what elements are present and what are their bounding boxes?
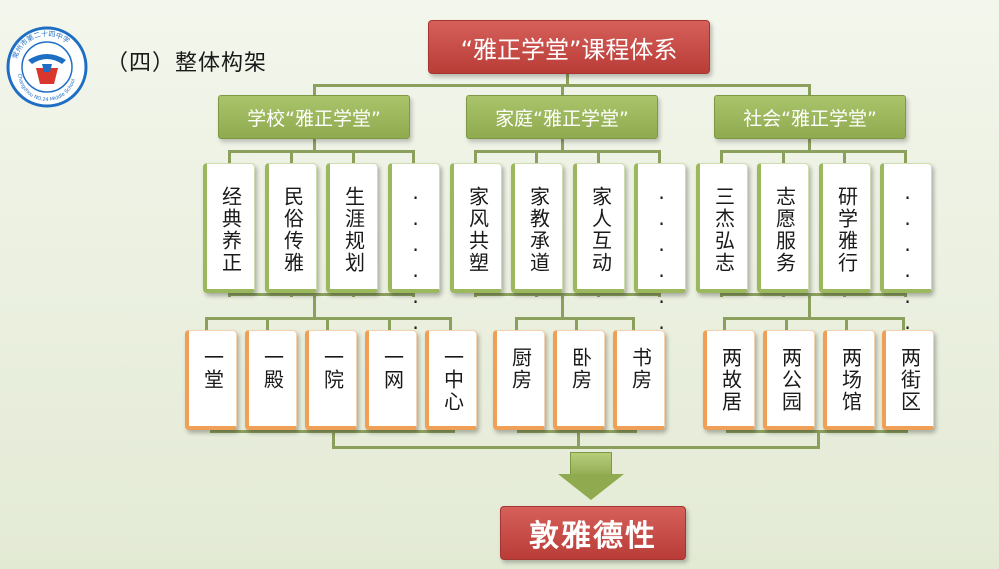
place-card: 一中心 — [425, 330, 477, 430]
down-arrow-head-icon — [558, 474, 624, 500]
place-card: 两故居 — [703, 330, 755, 430]
course-card: 生涯规划 — [326, 163, 378, 293]
course-label: 经典养正 — [218, 186, 243, 274]
place-card: 一殿 — [245, 330, 297, 430]
branch-school: 学校“雅正学堂” — [218, 95, 410, 139]
place-card: 厨房 — [493, 330, 545, 430]
place-label: 一网 — [380, 347, 405, 391]
place-label: 一院 — [320, 347, 345, 391]
place-card: 两公园 — [763, 330, 815, 430]
place-card: 一院 — [305, 330, 357, 430]
course-label: 志愿服务 — [772, 186, 797, 274]
course-label: 研学雅行 — [834, 186, 859, 274]
section-title: （四）整体构架 — [106, 51, 268, 76]
place-label: 两场馆 — [838, 347, 863, 413]
result-node: 敦雅德性 — [500, 506, 686, 560]
course-card: 研学雅行 — [819, 163, 871, 293]
place-card: 一网 — [365, 330, 417, 430]
root-node: “雅正学堂”课程体系 — [428, 20, 710, 74]
course-card: 家教承道 — [511, 163, 563, 293]
place-label: 一堂 — [200, 347, 225, 391]
course-label: 家人互动 — [588, 186, 613, 274]
place-card: 卧房 — [553, 330, 605, 430]
course-label: 三杰弘志 — [711, 186, 736, 274]
course-label: ······ — [649, 186, 674, 342]
place-card: 书房 — [613, 330, 665, 430]
branch-society: 社会“雅正学堂” — [714, 95, 906, 139]
course-card: 家人互动 — [573, 163, 625, 293]
course-label: 生涯规划 — [341, 186, 366, 274]
course-label: 家风共塑 — [465, 186, 490, 274]
place-card: 两街区 — [882, 330, 934, 430]
course-card: ······ — [634, 163, 686, 342]
course-card: 民俗传雅 — [265, 163, 317, 293]
school-logo: 常州市第二十四中学 Changzhou NO.24 Middle School — [6, 26, 88, 108]
course-card: ······ — [388, 163, 440, 342]
branch-family: 家庭“雅正学堂” — [466, 95, 658, 139]
course-card: 经典养正 — [203, 163, 255, 293]
course-card: 三杰弘志 — [696, 163, 748, 293]
place-card: 一堂 — [185, 330, 237, 430]
course-label: ······ — [895, 186, 920, 342]
course-card: 家风共塑 — [450, 163, 502, 293]
place-label: 一殿 — [260, 347, 285, 391]
place-label: 卧房 — [568, 347, 593, 391]
course-card: ······ — [880, 163, 932, 342]
place-card: 两场馆 — [823, 330, 875, 430]
place-label: 两公园 — [778, 347, 803, 413]
course-label: 家教承道 — [526, 186, 551, 274]
place-label: 两故居 — [718, 347, 743, 413]
down-arrow-icon — [570, 452, 612, 475]
place-label: 两街区 — [897, 347, 922, 413]
course-card: 志愿服务 — [757, 163, 809, 293]
course-label: 民俗传雅 — [280, 186, 305, 274]
course-label: ······ — [403, 186, 428, 342]
place-label: 一中心 — [440, 347, 465, 413]
place-label: 厨房 — [508, 347, 533, 391]
place-label: 书房 — [628, 347, 653, 391]
